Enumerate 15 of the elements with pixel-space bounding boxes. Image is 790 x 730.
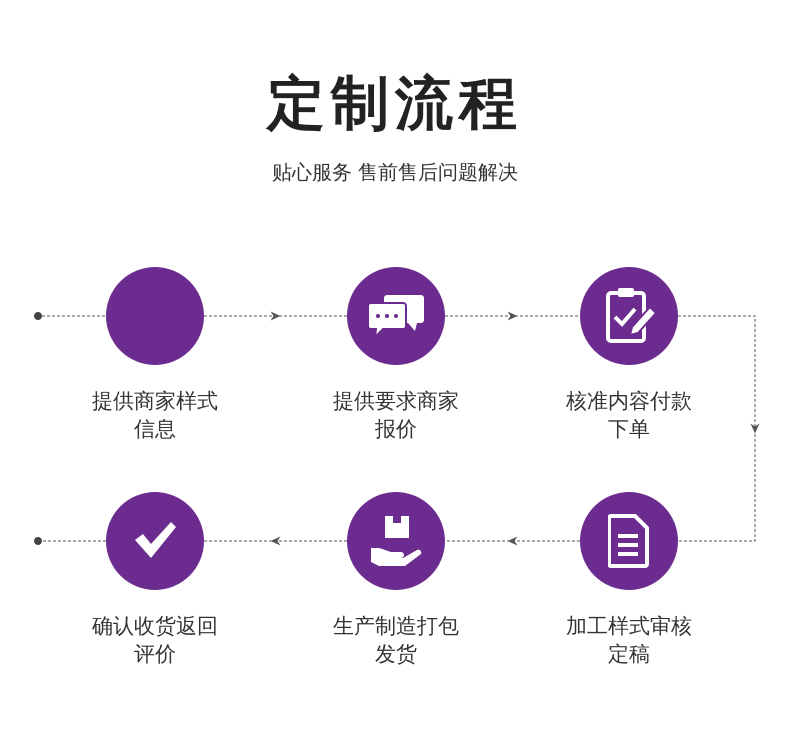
- end-dot: [34, 312, 42, 320]
- title: 定制流程: [264, 68, 524, 138]
- end-dot: [34, 537, 42, 545]
- arrow: [444, 312, 580, 320]
- step-label: 提供商家样式信息: [91, 388, 219, 443]
- arrow: [444, 536, 580, 546]
- step-label: 核准内容付款下单: [565, 388, 693, 443]
- arrow: [204, 312, 348, 320]
- step-label: 生产制造打包发货: [332, 613, 460, 668]
- step-label: 提供要求商家报价: [332, 388, 460, 443]
- step-label: 确认收货返回评价: [91, 613, 219, 668]
- arrow: [678, 316, 760, 542]
- subtitle: 贴心服务 售前售后问题解决: [270, 159, 520, 186]
- step-label: 加工样式审核定稿: [565, 613, 693, 668]
- arrow: [204, 536, 348, 546]
